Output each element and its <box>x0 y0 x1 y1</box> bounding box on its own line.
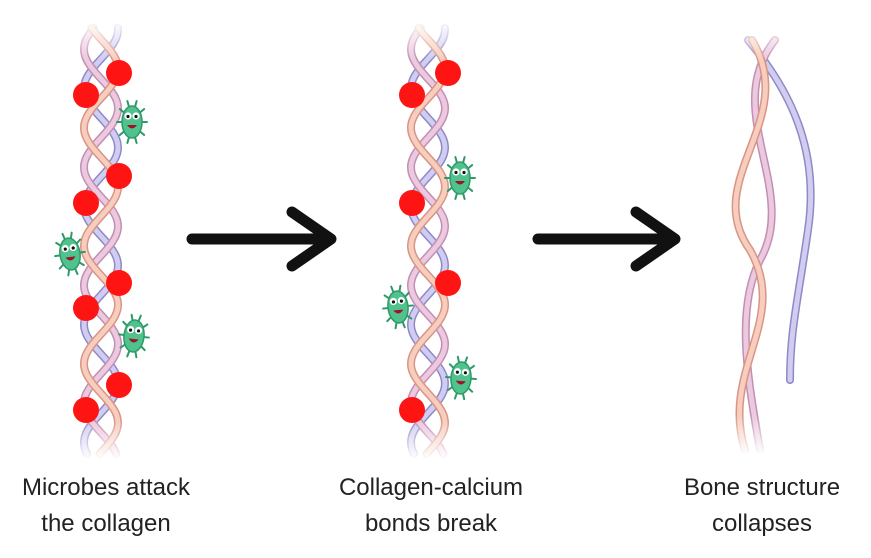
calcium-dot <box>73 190 99 216</box>
stage-1-caption-line2: the collagen <box>41 510 171 537</box>
microbe-icon <box>382 284 414 330</box>
microbe-icon <box>444 156 476 200</box>
right-arrow-icon <box>630 206 681 272</box>
stage-2-caption: Collagen-calcium bonds break <box>301 470 561 542</box>
calcium-dot <box>106 270 132 296</box>
arrow-1-to-2 <box>186 206 337 272</box>
calcium-dot <box>106 372 132 398</box>
microbe-icon <box>116 100 148 144</box>
calcium-dot <box>399 190 425 216</box>
microbe-icon <box>54 231 86 277</box>
calcium-dot <box>106 60 132 86</box>
calcium-dot <box>73 82 99 108</box>
calcium-dot <box>73 397 99 423</box>
strand-pink <box>81 25 121 457</box>
stage-1-caption: Microbes attack the collagen <box>0 470 236 542</box>
microbe-icon <box>118 313 150 359</box>
stage-3-caption-line2: collapses <box>711 510 813 537</box>
calcium-dot <box>399 397 425 423</box>
strand-pink <box>408 25 448 457</box>
calcium-dot <box>106 163 132 189</box>
microbe-icon <box>445 355 477 401</box>
stage-3-caption-line1: Bone structure <box>683 474 841 501</box>
strand-mauve <box>743 37 778 453</box>
calcium-dot <box>435 270 461 296</box>
stage-1-caption-line1: Microbes attack <box>21 474 191 501</box>
calcium-dot <box>399 82 425 108</box>
calcium-dot <box>435 60 461 86</box>
strand-lavender <box>745 37 814 383</box>
calcium-dot <box>73 295 99 321</box>
collagen-triple-helix-1 <box>54 20 150 460</box>
stage-3-caption: Bone structure collapses <box>632 470 871 542</box>
strand-pink <box>733 37 768 453</box>
collagen-triple-helix-2 <box>382 20 477 460</box>
collagen-unwound-strands <box>700 20 840 455</box>
stage-2-caption-line1: Collagen-calcium <box>338 474 524 501</box>
right-arrow-icon <box>286 206 337 272</box>
stage-2-caption-line2: bonds break <box>364 510 498 537</box>
arrow-2-to-3 <box>532 206 681 272</box>
